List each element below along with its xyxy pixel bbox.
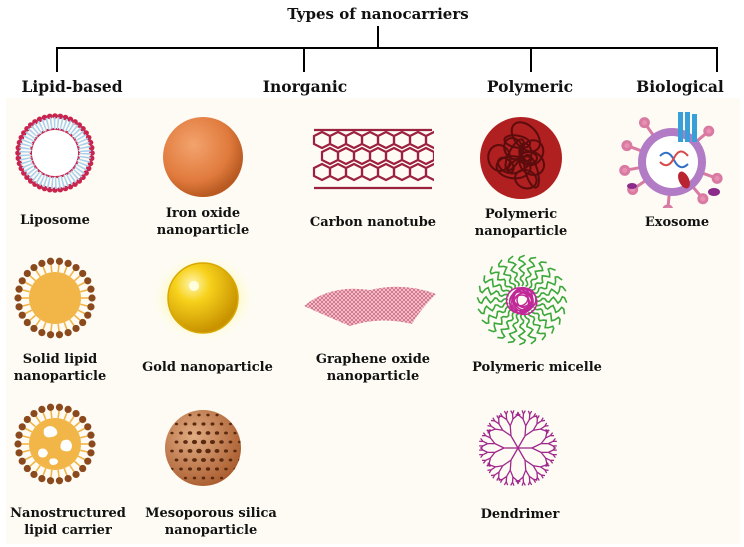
label-nanostructured-lipid-carrier: Nanostructured lipid carrier bbox=[10, 506, 126, 538]
label-mesoporous-silica-nanoparticle: Mesoporous silica nanoparticle bbox=[145, 506, 277, 538]
label-solid-lipid-nanoparticle: Solid lipid nanoparticle bbox=[13, 352, 107, 384]
label-liposome: Liposome bbox=[20, 213, 90, 228]
label-exosome: Exosome bbox=[644, 215, 710, 230]
label-dendrimer: Dendrimer bbox=[480, 507, 560, 522]
diagram-title: Types of nanocarriers bbox=[287, 5, 469, 23]
nanostructured-lipid-carrier-icon bbox=[14, 403, 96, 485]
dendrimer-icon bbox=[479, 410, 557, 486]
mesoporous-silica-nanoparticle-icon bbox=[165, 410, 241, 486]
label-polymeric-nanoparticle: Polymeric nanoparticle bbox=[474, 207, 568, 239]
category-inorganic: Inorganic bbox=[262, 77, 348, 96]
label-polymeric-micelle: Polymeric micelle bbox=[472, 360, 602, 375]
polymeric-nanoparticle-icon bbox=[480, 117, 562, 199]
carbon-nanotube-icon bbox=[312, 128, 434, 190]
label-graphene-oxide-nanoparticle: Graphene oxide nanoparticle bbox=[315, 352, 431, 384]
graphene-oxide-nanoparticle-icon bbox=[304, 286, 436, 326]
label-iron-oxide-nanoparticle: Iron oxide nanoparticle bbox=[156, 206, 250, 238]
category-biological: Biological bbox=[636, 77, 724, 96]
polymeric-micelle-icon bbox=[476, 254, 568, 346]
gold-nanoparticle-icon bbox=[149, 252, 257, 344]
label-carbon-nanotube: Carbon nanotube bbox=[309, 215, 437, 230]
iron-oxide-nanoparticle-icon bbox=[163, 117, 243, 197]
exosome-icon bbox=[619, 112, 723, 208]
solid-lipid-nanoparticle-icon bbox=[14, 257, 96, 339]
category-lipid-based: Lipid-based bbox=[21, 77, 123, 96]
liposome-icon bbox=[15, 113, 95, 193]
category-polymeric: Polymeric bbox=[486, 77, 574, 96]
label-gold-nanoparticle: Gold nanoparticle bbox=[142, 360, 273, 375]
